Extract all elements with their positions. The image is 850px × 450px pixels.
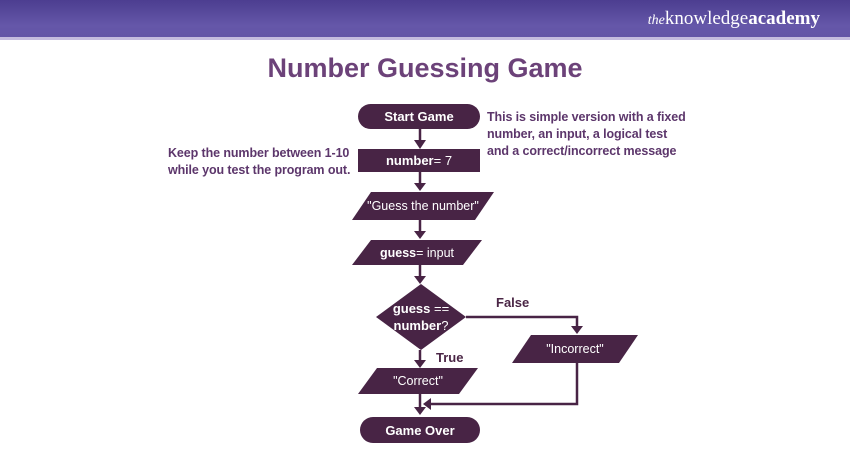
- incorrect-label: "Incorrect": [546, 342, 604, 356]
- note-keep-number: Keep the number between 1-10 while you t…: [168, 146, 351, 177]
- correct-label: "Correct": [393, 374, 443, 388]
- arrowhead-prompt-to-input: [414, 231, 426, 239]
- page-title: Number Guessing Game: [267, 53, 583, 83]
- connector-decision-false: [466, 315, 579, 327]
- flow-set-number-process: number = 7: [358, 149, 480, 172]
- set-number-value: = 7: [433, 153, 453, 168]
- branch-label-false: False: [496, 295, 530, 310]
- start-label: Start Game: [384, 109, 454, 124]
- arrowhead-setnum-to-prompt: [414, 183, 426, 191]
- header-bar: theknowledgeacademy: [0, 0, 850, 40]
- arrowhead-decision-true: [414, 360, 426, 368]
- knowledge-academy-logo: theknowledgeacademy: [648, 8, 820, 32]
- prompt-label: "Guess the number": [367, 199, 479, 213]
- input-var: guess: [379, 245, 417, 260]
- decision-line-1: guess ==: [393, 300, 449, 317]
- flow-start-terminal: Start Game: [358, 104, 480, 129]
- flow-end-terminal: Game Over: [360, 417, 480, 443]
- end-label: Game Over: [385, 422, 455, 438]
- logo-knowledge: knowledge: [664, 8, 749, 29]
- flow-incorrect-io: "Incorrect": [512, 335, 638, 363]
- note-simple-version: This is simple version with a fixed numb…: [487, 110, 686, 158]
- input-value: = input: [416, 245, 455, 260]
- flow-decision-diamond: guess == number?: [376, 284, 466, 350]
- set-number-var: number: [385, 153, 434, 168]
- decision-line-2: number?: [394, 317, 449, 334]
- decision-var-number: number: [393, 318, 442, 333]
- arrowhead-input-to-decision: [414, 276, 426, 284]
- branch-label-true: True: [436, 350, 464, 365]
- decision-question-mark: ?: [441, 318, 449, 333]
- arrowhead-incorrect-to-merge: [423, 398, 431, 410]
- arrowhead-correct-to-end: [414, 407, 426, 415]
- flow-correct-io: "Correct": [358, 368, 478, 394]
- arrowhead-start-to-setnum: [414, 140, 426, 149]
- decision-var-guess: guess: [392, 301, 431, 316]
- flow-input-io: guess = input: [352, 240, 482, 265]
- flow-prompt-io: "Guess the number": [352, 192, 494, 220]
- arrowhead-decision-false: [571, 326, 583, 334]
- logo-the: the: [647, 13, 665, 28]
- logo-academy: academy: [748, 8, 820, 29]
- decision-operator: ==: [430, 301, 450, 316]
